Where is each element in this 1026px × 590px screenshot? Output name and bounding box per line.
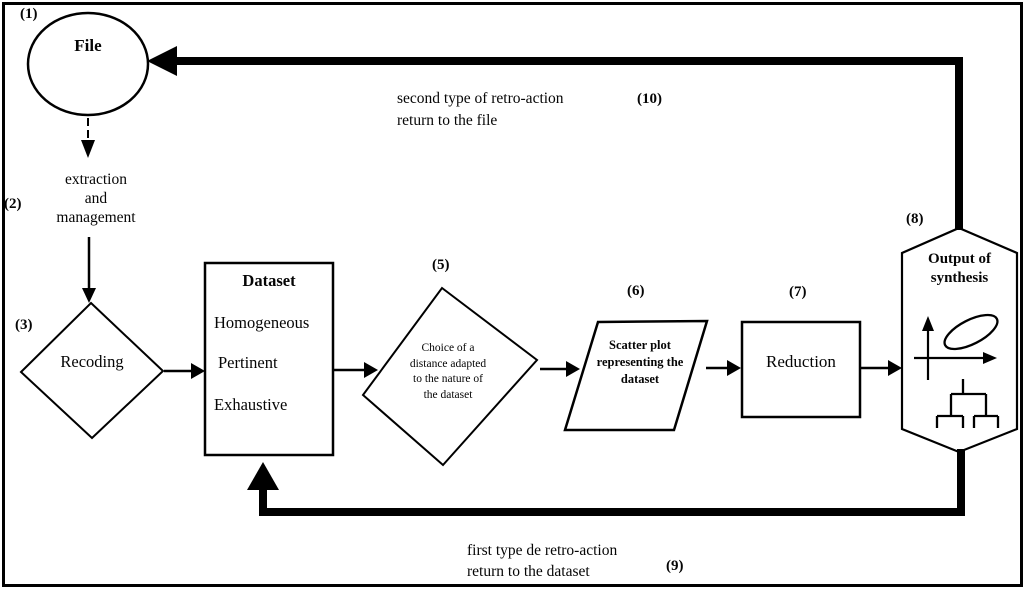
choice-number: (5) <box>432 257 450 273</box>
recoding-label: Recoding <box>60 352 124 371</box>
dataset-item-homogeneous: Homogeneous <box>214 313 310 332</box>
file-number: (1) <box>20 6 38 22</box>
recoding-number: (3) <box>15 317 33 333</box>
feedback-to-file-label: second type of retro-action return to th… <box>397 90 564 129</box>
output-number: (8) <box>906 211 924 227</box>
feedback-to-file-arrowhead <box>147 46 177 76</box>
reduction-number: (7) <box>789 284 807 300</box>
dataset-item-exhaustive: Exhaustive <box>214 395 288 414</box>
cluster-ellipse-icon <box>943 313 999 351</box>
scatter-axes-icon <box>914 316 997 380</box>
feedback-to-file-number: (10) <box>637 91 662 107</box>
feedback-to-dataset-label: first type de retro-action return to the… <box>467 542 618 580</box>
extraction-number: (2) <box>4 196 22 212</box>
extraction-label: extraction and management <box>56 171 136 226</box>
dataset-item-pertinent: Pertinent <box>218 353 278 372</box>
scatter-parallelogram <box>563 319 709 432</box>
choice-to-scatter-arrowhead <box>566 361 580 377</box>
choice-label: Choice of a distance adapted to the natu… <box>409 342 487 401</box>
file-label: File <box>74 36 102 55</box>
feedback-to-dataset-arrowhead <box>247 462 279 490</box>
extraction-to-recoding-arrowhead <box>82 288 96 303</box>
reduction-to-output-arrowhead <box>888 360 902 376</box>
reduction-label: Reduction <box>766 352 836 371</box>
dataset-box <box>203 261 335 457</box>
scatter-to-reduction-arrowhead <box>727 360 741 376</box>
dataset-title: Dataset <box>242 271 296 290</box>
scatter-number: (6) <box>627 283 645 299</box>
output-label: Output of synthesis <box>928 251 991 286</box>
recoding-to-dataset-arrowhead <box>191 363 205 379</box>
scatter-label: Scatter plot representing the dataset <box>596 338 684 386</box>
feedback-to-dataset-number: (9) <box>666 558 684 574</box>
file-to-extraction-arrowhead <box>81 140 95 158</box>
recoding-diamond <box>19 301 165 440</box>
feedback-to-file-arrow <box>175 57 963 230</box>
choice-diamond <box>361 286 539 467</box>
file-ellipse <box>26 11 150 117</box>
dendrogram-icon <box>935 379 1000 428</box>
dataset-to-choice-arrowhead <box>364 362 378 378</box>
reduction-box <box>740 320 862 419</box>
feedback-to-dataset-arrow <box>259 449 965 516</box>
